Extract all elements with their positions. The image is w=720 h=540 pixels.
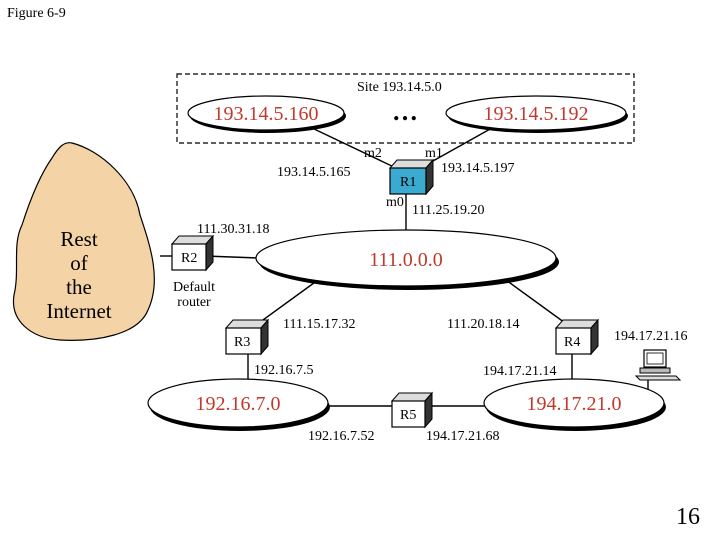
internet-line-1: Rest [60, 227, 98, 251]
internet-line-2: of [70, 251, 88, 275]
site-label: Site 193.14.5.0 [357, 80, 442, 95]
default-router-line-2: router [177, 295, 211, 310]
links [160, 127, 649, 407]
site-boundary [176, 73, 635, 144]
address-r1-m2: 193.14.5.165 [277, 165, 351, 180]
interface-m0-label: m0 [386, 195, 404, 210]
router-r5: R5 [390, 391, 434, 429]
network-left-lan-label: 192.16.7.0 [196, 393, 281, 415]
router-r4: R4 [554, 318, 600, 356]
address-r3-top: 111.15.17.32 [283, 317, 355, 332]
address-r4-top: 111.20.18.14 [447, 317, 519, 332]
internet-label: Rest of the Internet [46, 227, 111, 323]
link-r1-m1 [423, 127, 493, 167]
network-site-right: 193.14.5.192 [445, 95, 628, 133]
router-r1-label: R1 [400, 175, 416, 190]
address-r3-bottom: 192.16.7.5 [254, 363, 314, 378]
address-r4-bottom: 194.17.21.14 [483, 364, 557, 379]
interface-m1-label: m1 [425, 146, 443, 161]
address-r5-right: 194.17.21.68 [426, 429, 500, 444]
network-right-lan-label: 194.17.21.0 [527, 393, 622, 415]
network-left-lan: 192.16.7.0 [147, 378, 330, 431]
network-site-left: 193.14.5.160 [187, 95, 346, 133]
address-r5-left: 192.16.7.52 [308, 429, 375, 444]
address-host: 194.17.21.16 [614, 329, 688, 344]
router-r5-label: R5 [400, 408, 416, 423]
link-r1-m2 [311, 127, 397, 169]
link-r2-backbone [204, 255, 259, 259]
computer-icon [634, 349, 682, 381]
link-r4-backbone [505, 279, 573, 329]
site-ellipsis: … [392, 97, 418, 126]
router-r1: R1 [388, 158, 435, 196]
network-site-left-label: 193.14.5.160 [214, 103, 319, 125]
router-r2: R2 [170, 234, 215, 272]
router-r3: R3 [224, 318, 270, 356]
router-r3-label: R3 [234, 335, 250, 350]
figure-label: Figure 6-9 [7, 6, 66, 21]
router-r2-label: R2 [181, 251, 197, 266]
default-router-line-1: Default [173, 280, 215, 295]
internet-cloud [12, 142, 155, 341]
network-site-right-label: 193.14.5.192 [484, 103, 589, 125]
network-backbone-label: 111.0.0.0 [369, 249, 443, 271]
network-right-lan: 194.17.21.0 [483, 378, 666, 431]
address-r2: 111.30.31.18 [197, 222, 269, 237]
network-backbone: 111.0.0.0 [255, 229, 559, 290]
router-r4-label: R4 [564, 335, 580, 350]
page-number: 16 [676, 504, 700, 530]
interface-m2-label: m2 [364, 146, 382, 161]
internet-line-4: Internet [46, 299, 111, 323]
address-r1-m1: 193.14.5.197 [441, 161, 515, 176]
address-r1-m0: 111.25.19.20 [412, 203, 484, 218]
internet-line-3: the [66, 275, 92, 299]
